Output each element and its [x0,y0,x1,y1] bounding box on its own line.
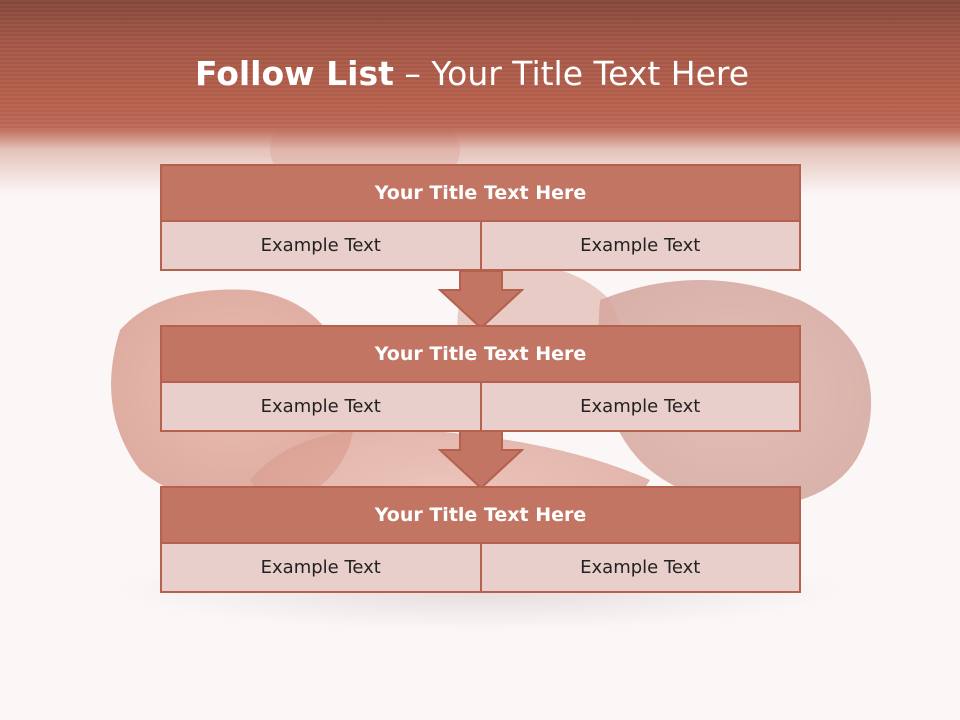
down-arrow-icon [438,430,524,490]
flow-block-3: Your Title Text Here Example Text Exampl… [160,486,801,593]
flow-block-cell-left: Example Text [162,383,480,430]
header-texture [0,0,960,130]
page-title-rest: – Your Title Text Here [393,54,750,93]
down-arrow-icon [438,270,524,330]
flow-block-title: Your Title Text Here [162,166,799,222]
flow-block-2: Your Title Text Here Example Text Exampl… [160,325,801,432]
page-title: Follow List – Your Title Text Here [0,54,944,93]
page-title-bold: Follow List [194,54,394,93]
flow-block-cell-right: Example Text [479,222,799,269]
flow-block-cell-right: Example Text [479,383,799,430]
flow-block-cell-left: Example Text [162,222,480,269]
flow-block-title: Your Title Text Here [162,488,799,544]
flow-block-1: Your Title Text Here Example Text Exampl… [160,164,801,271]
flow-block-title: Your Title Text Here [162,327,799,383]
flow-block-cell-left: Example Text [162,544,480,591]
flow-block-cell-right: Example Text [479,544,799,591]
